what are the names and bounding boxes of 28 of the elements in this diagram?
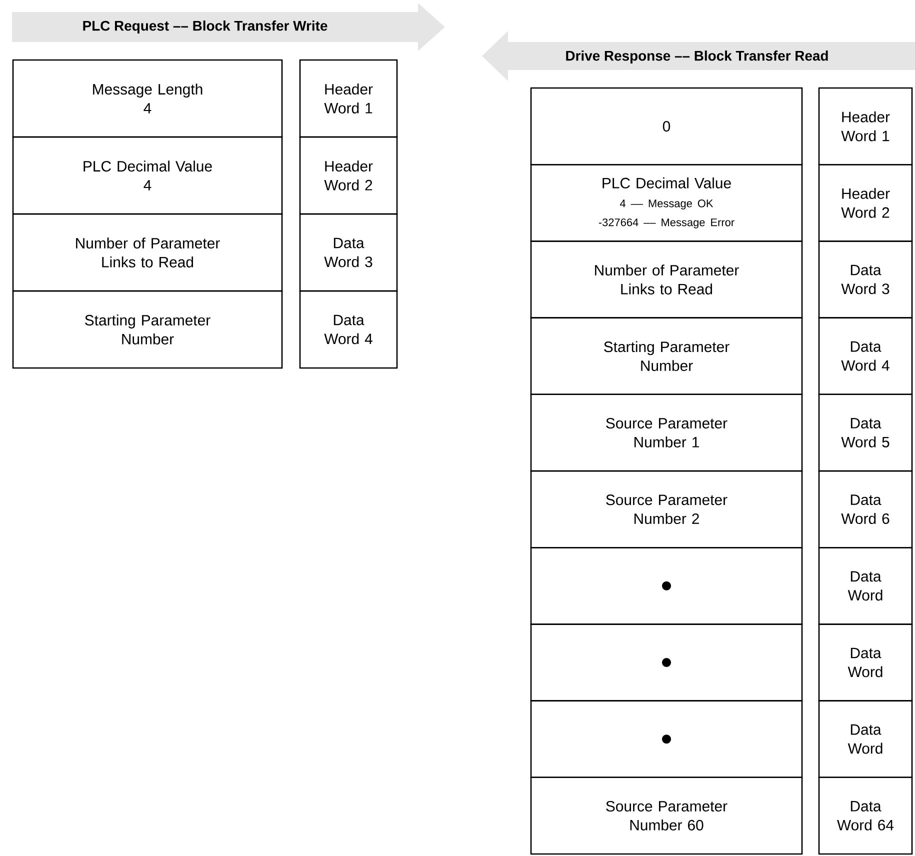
field-box: Message Length 4 [12, 59, 283, 138]
field-box: Source Parameter Number 1 [530, 394, 803, 472]
field-box: Number of Parameter Links to Read [530, 240, 803, 318]
word-box: Data Word 64 [818, 776, 913, 855]
field-box: PLC Decimal Value 4 [12, 136, 283, 215]
field-box: Starting Parameter Number [12, 290, 283, 369]
field-box [530, 700, 803, 778]
field-box: Source Parameter Number 60 [530, 776, 803, 855]
field-box [530, 624, 803, 702]
word-box: Data Word 4 [299, 290, 398, 369]
word-box: Data Word 3 [299, 213, 398, 292]
word-box: Data Word [818, 624, 913, 702]
word-box: Data Word 4 [818, 317, 913, 396]
word-box: Data Word 3 [818, 240, 913, 318]
field-box: Source Parameter Number 2 [530, 470, 803, 548]
word-box: Header Word 1 [818, 87, 913, 166]
word-box: Data Word 5 [818, 394, 913, 472]
word-box: Data Word 6 [818, 470, 913, 548]
field-box: 0 [530, 87, 803, 166]
word-box: Header Word 2 [299, 136, 398, 215]
field-box [530, 546, 803, 625]
word-box: Header Word 2 [818, 164, 913, 242]
word-box: Data Word [818, 700, 913, 778]
field-box: PLC Decimal Value 4 –– Message OK -327664 –– Message Error [530, 164, 803, 242]
word-box: Header Word 1 [299, 59, 398, 138]
field-box: Starting Parameter Number [530, 317, 803, 396]
word-box: Data Word [818, 546, 913, 625]
field-box: Number of Parameter Links to Read [12, 213, 283, 292]
